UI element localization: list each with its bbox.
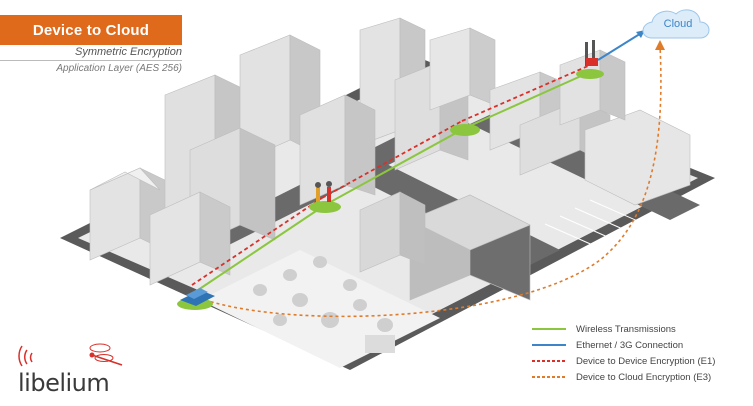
- legend: Wireless Transmissions Ethernet / 3G Con…: [532, 321, 747, 385]
- page-title: Device to Cloud: [0, 15, 182, 45]
- park-area: [200, 250, 440, 368]
- subtitle-divider: [0, 60, 182, 61]
- legend-item: Wireless Transmissions: [532, 321, 747, 337]
- legend-label: Device to Device Encryption (E1): [576, 355, 716, 367]
- legend-swatches: [532, 328, 566, 378]
- device-to-cloud-encryption-line: [204, 44, 662, 318]
- parking-lot: [544, 199, 641, 247]
- legend-item: Device to Cloud Encryption (E3): [532, 369, 747, 385]
- ethernet-connection-line: [597, 31, 644, 61]
- subtitle: Symmetric Encryption: [75, 46, 182, 58]
- device-to-device-encryption-lines: [191, 65, 589, 286]
- legend-label: Ethernet / 3G Connection: [576, 339, 684, 351]
- subtitle-secondary: Application Layer (AES 256): [56, 63, 182, 74]
- cloud-icon: [642, 9, 710, 39]
- legend-label: Wireless Transmissions: [576, 323, 676, 335]
- cloud-label: Cloud: [663, 18, 693, 30]
- legend-item: Ethernet / 3G Connection: [532, 337, 747, 353]
- sensor-node-gateway: [576, 69, 604, 79]
- sensor-node-street: [309, 201, 341, 213]
- libelium-logo: libelium: [18, 369, 110, 397]
- legend-label: Device to Cloud Encryption (E3): [576, 371, 712, 383]
- wireless-transmission-lines: [194, 71, 591, 293]
- gateway-antenna-icon: [585, 40, 598, 66]
- car-icon: [180, 288, 215, 306]
- legend-item: Device to Device Encryption (E1): [532, 353, 747, 369]
- pedestrians-icon: [315, 181, 332, 202]
- sensor-node-rooftop: [450, 124, 480, 136]
- dragonfly-icon: [18, 343, 123, 367]
